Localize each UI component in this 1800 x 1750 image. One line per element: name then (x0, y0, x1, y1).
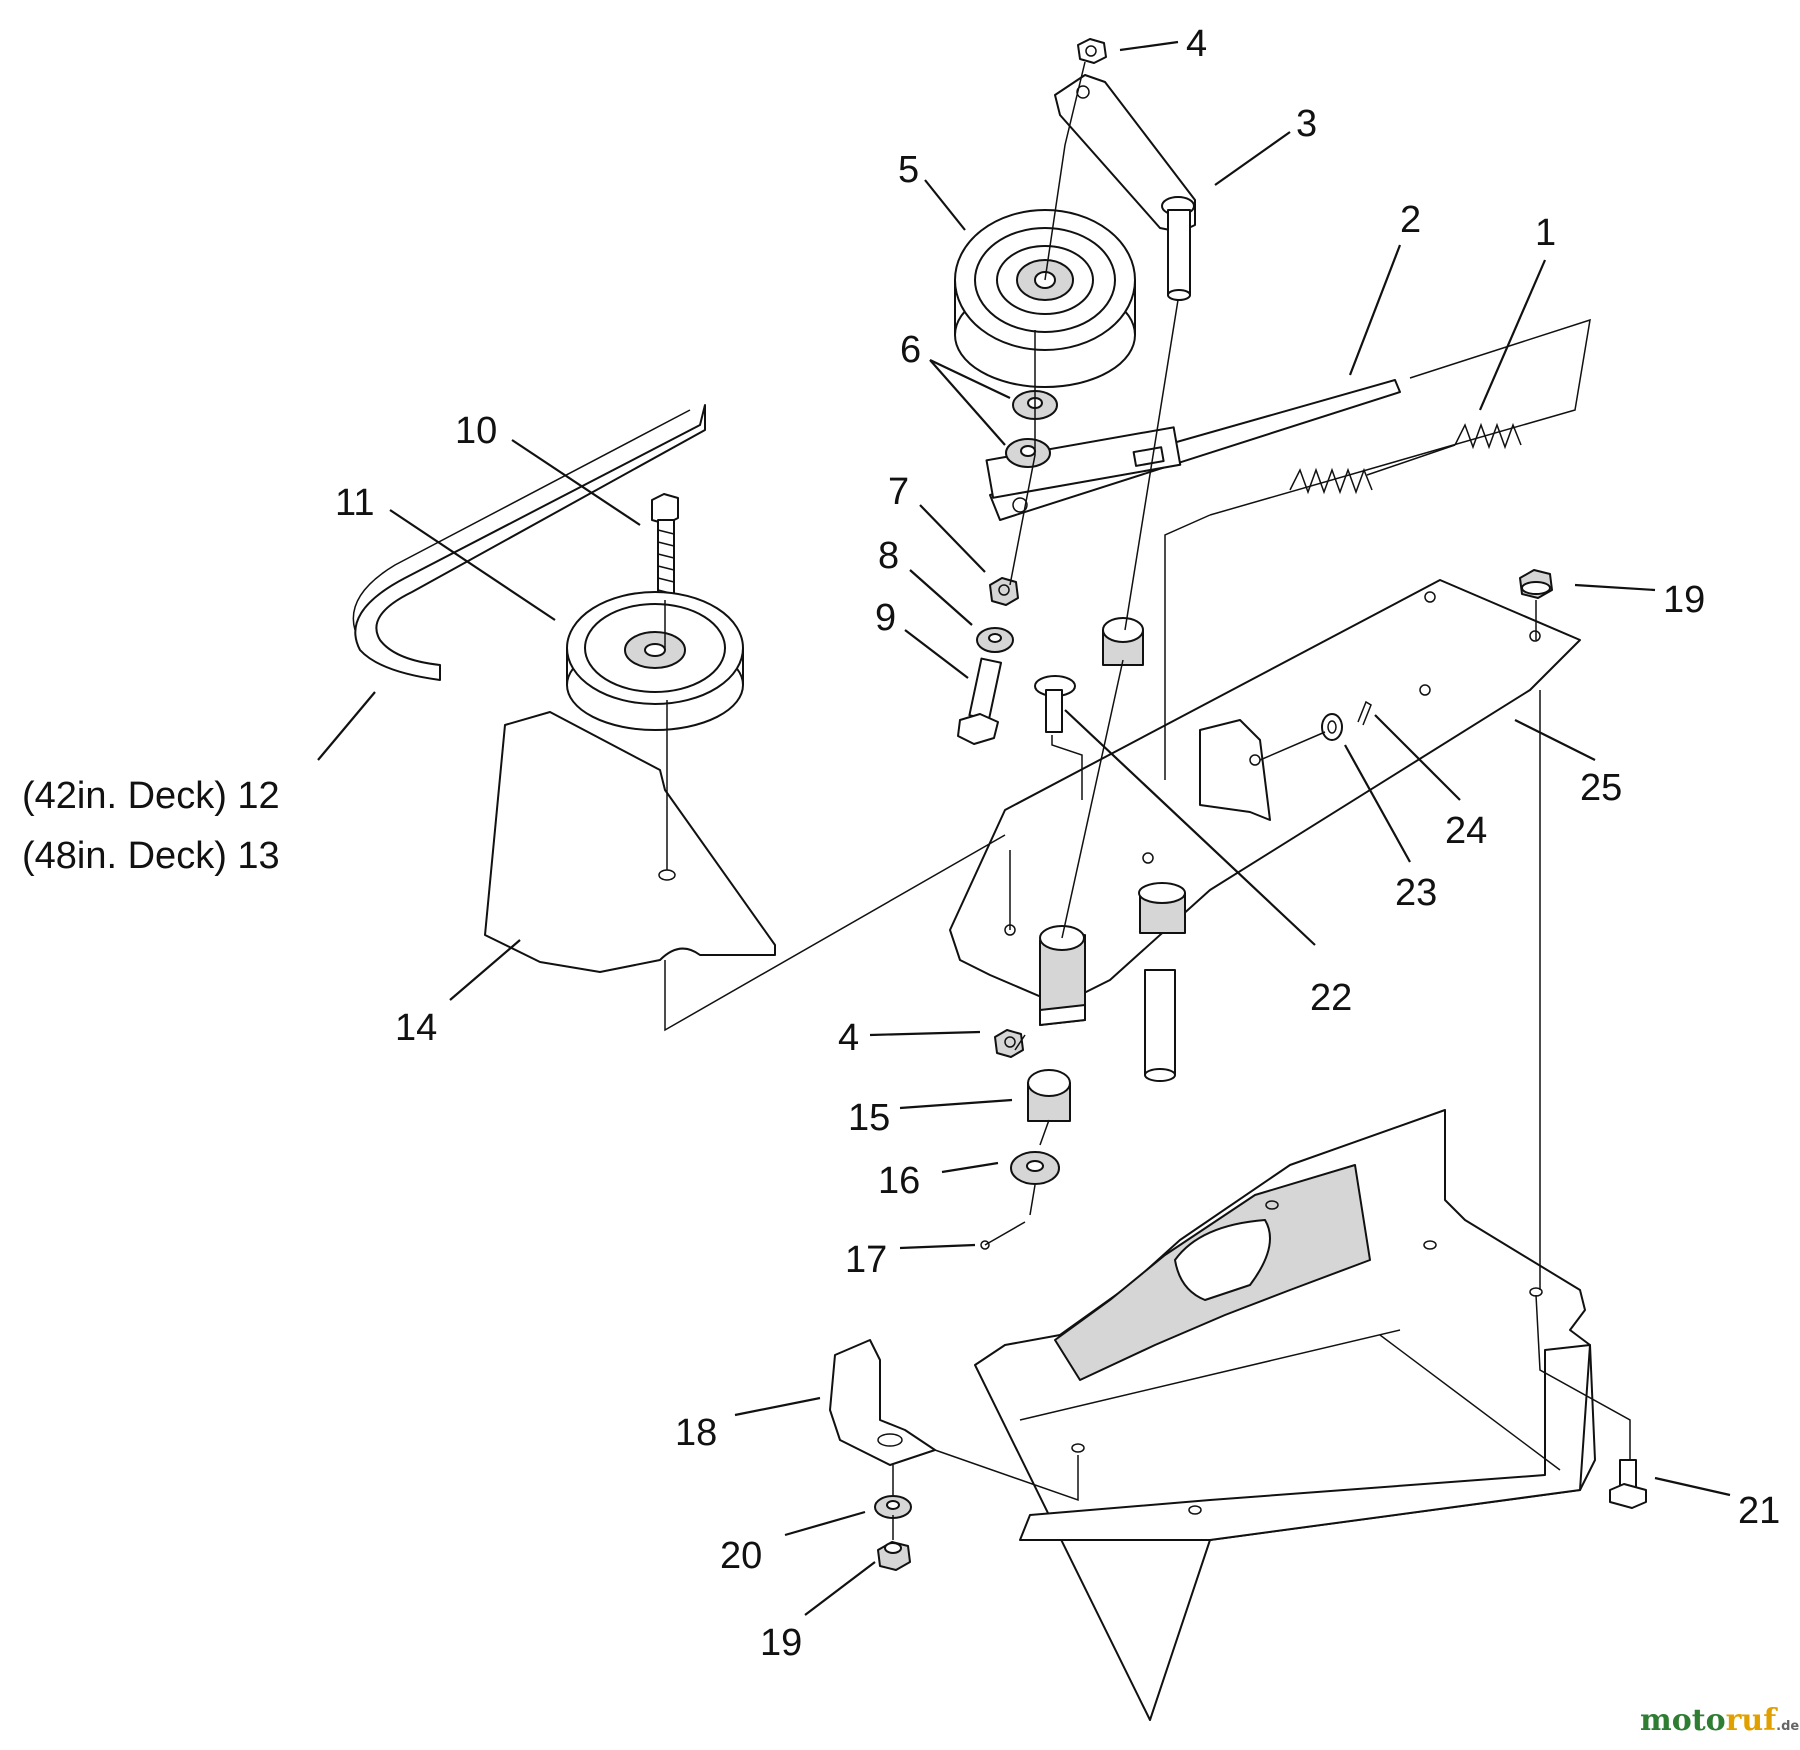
callout-4-top: 4 (1186, 23, 1207, 65)
callout-3: 3 (1296, 103, 1317, 145)
callout-23: 23 (1395, 872, 1437, 914)
idler-arm-3 (1054, 74, 1196, 301)
callout-19-bottom: 19 (760, 1622, 802, 1664)
cotter-pin-24 (1357, 700, 1372, 726)
idler-rod-2 (985, 379, 1401, 521)
callout-6: 6 (900, 329, 921, 371)
bushing-15 (1027, 1069, 1071, 1122)
assembly-lines (664, 61, 1631, 1540)
callout-24: 24 (1445, 810, 1487, 852)
pin-17 (980, 1221, 1026, 1250)
callout-5: 5 (898, 149, 919, 191)
callout-4-bottom: 4 (838, 1017, 859, 1059)
spring-bracket-outline (1164, 318, 1591, 780)
callout-10: 10 (455, 410, 497, 452)
watermark-prefix: moto (1640, 1703, 1726, 1738)
bolt-10 (651, 493, 679, 606)
svg-text:motoruf.de: motoruf.de (1640, 1703, 1799, 1738)
callout-25: 25 (1580, 767, 1622, 809)
nut-19-bottom (877, 1541, 911, 1571)
callout-8: 8 (878, 535, 899, 577)
callout-labels: 1 2 3 4 5 6 7 8 9 10 11 (42in. Deck) 12 … (22, 23, 1780, 1664)
bracket-small (1199, 719, 1271, 821)
spring-1 (1289, 422, 1522, 495)
callout-16: 16 (878, 1160, 920, 1202)
plate-bushing (1138, 882, 1186, 934)
callout-21: 21 (1738, 1490, 1780, 1532)
callout-22: 22 (1310, 977, 1352, 1019)
nut-4-top (1077, 38, 1107, 64)
nut-4-bottom (994, 1029, 1024, 1058)
bolt-9 (957, 657, 1003, 745)
washers-6 (1005, 390, 1058, 468)
idler-arm-tube (1039, 925, 1086, 1026)
carriage-bolt-22 (1034, 675, 1076, 733)
bushing-upper (1102, 617, 1144, 666)
washer-23 (1321, 713, 1343, 741)
belt-12-13 (352, 404, 706, 681)
callout-12: (42in. Deck) 12 (22, 775, 280, 817)
idler-pulley-5 (954, 209, 1136, 388)
callout-13: (48in. Deck) 13 (22, 835, 280, 877)
callout-11: 11 (335, 482, 374, 524)
washer-20 (874, 1495, 912, 1519)
watermark-suffix: .de (1776, 1719, 1799, 1734)
callout-1: 1 (1535, 212, 1556, 254)
callout-20: 20 (720, 1535, 762, 1577)
bolt-21 (1609, 1459, 1647, 1509)
bracket-18 (829, 1339, 936, 1466)
callout-9: 9 (875, 597, 896, 639)
discharge-housing (974, 1109, 1596, 1721)
nut-19-top (1519, 569, 1553, 599)
callout-7: 7 (888, 471, 909, 513)
callout-19-top: 19 (1663, 579, 1705, 621)
callout-15: 15 (848, 1097, 890, 1139)
watermark-mid: ruf (1726, 1703, 1779, 1738)
callout-2: 2 (1400, 199, 1421, 241)
nut-7 (989, 577, 1019, 606)
callout-14: 14 (395, 1007, 437, 1049)
callout-17: 17 (845, 1239, 887, 1281)
watermark-logo: motoruf.de (1640, 1703, 1799, 1738)
shield-14 (484, 711, 776, 973)
washer-8 (976, 627, 1014, 653)
washer-16 (1010, 1151, 1060, 1185)
plate-post (1144, 969, 1176, 1082)
callout-18: 18 (675, 1412, 717, 1454)
leader-lines (317, 40, 1731, 1616)
pulley-11 (566, 591, 744, 731)
